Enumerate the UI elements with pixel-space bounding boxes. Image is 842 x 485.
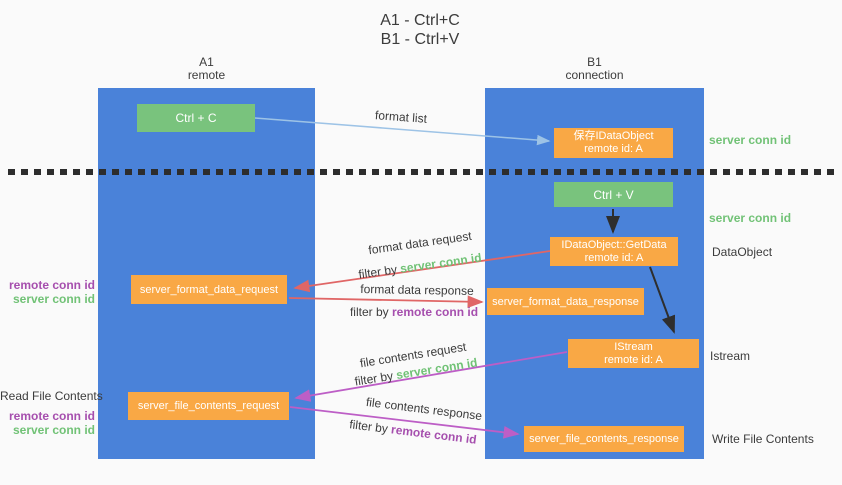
node-ctrl-v: Ctrl + V: [554, 182, 673, 207]
node-file-response-label: server_file_contents_response: [529, 433, 679, 445]
node-server-format-data-response: server_format_data_response: [487, 288, 644, 315]
filter-by-text: filter by: [349, 305, 389, 319]
server-conn-id-label: server conn id: [12, 292, 95, 306]
node-format-response-label: server_format_data_response: [492, 295, 639, 308]
format-data-response-arrow: [288, 295, 484, 309]
remote-conn-id-text: remote conn id: [392, 305, 479, 319]
node-istream: IStream remote id: A: [568, 339, 699, 368]
edge-filter-file-contents-response: filter by remote conn id: [349, 417, 478, 447]
lane-a1-role: remote: [187, 68, 226, 82]
annotation-dataobject: DataObject: [712, 245, 773, 259]
node-save-line2: remote id: A: [584, 143, 643, 155]
lane-a1-name: A1: [199, 55, 214, 69]
node-ctrl-v-label: Ctrl + V: [593, 187, 634, 202]
node-idataobject-getdata: IDataObject::GetData remote id: A: [550, 237, 678, 266]
server-conn-id-text: server conn id: [399, 250, 483, 276]
annotation-istream: Istream: [710, 349, 751, 363]
remote-conn-id-label: remote conn id: [8, 278, 95, 292]
edge-label-format-list: format list: [374, 108, 428, 126]
node-ctrl-c: Ctrl + C: [137, 104, 255, 132]
title-line-2: B1 - Ctrl+V: [380, 31, 460, 48]
machine-boundary-dotted-line: [8, 169, 834, 175]
node-server-format-data-request: server_format_data_request: [131, 275, 287, 304]
remote-conn-id-label: remote conn id: [8, 409, 95, 423]
node-getdata-line1: IDataObject::GetData: [561, 238, 667, 251]
lane-header-a1: A1 remote: [98, 56, 315, 82]
node-istream-line2: remote id: A: [604, 353, 663, 366]
filter-by-text: filter by: [348, 417, 389, 436]
diagram-title: A1 - Ctrl+C B1 - Ctrl+V: [310, 11, 530, 49]
node-file-request-label: server_file_contents_request: [137, 400, 280, 412]
lane-b1-role: connection: [565, 68, 624, 82]
annotation-server-conn-id-top: server conn id: [709, 133, 792, 147]
annotation-read-file-contents: Read File Contents remote conn id server…: [0, 389, 103, 437]
lane-header-b1: B1 connection: [485, 56, 704, 82]
node-ctrl-c-label: Ctrl + C: [175, 111, 217, 125]
read-file-contents-label: Read File Contents: [0, 389, 103, 403]
server-conn-id-label: server conn id: [12, 423, 95, 437]
node-format-request-label: server_format_data_request: [139, 283, 279, 296]
node-save-idataobject: 保存IDataObject remote id: A: [554, 128, 673, 158]
filter-by-text: filter by: [357, 262, 398, 282]
lane-b1-name: B1: [587, 55, 602, 69]
edge-filter-format-data-response: filter by remote conn id: [350, 305, 478, 319]
edge-label-format-data-response: format data response: [360, 282, 474, 298]
edge-label-file-contents-response: file contents response: [365, 394, 483, 424]
title-line-1: A1 - Ctrl+C: [380, 12, 460, 29]
node-server-file-contents-response: server_file_contents_response: [524, 426, 684, 452]
filter-by-text: filter by: [353, 368, 395, 389]
annotation-server-conn-id-mid: server conn id: [709, 211, 792, 225]
node-istream-line1: IStream: [614, 340, 653, 353]
node-server-file-contents-request: server_file_contents_request: [128, 392, 289, 420]
node-getdata-line2: remote id: A: [584, 251, 644, 264]
remote-conn-id-text: remote conn id: [390, 422, 478, 447]
node-save-line1: 保存IDataObject: [573, 130, 654, 142]
annotation-format-request-ids: remote conn id server conn id: [0, 278, 95, 306]
annotation-write-file-contents: Write File Contents: [712, 432, 814, 446]
